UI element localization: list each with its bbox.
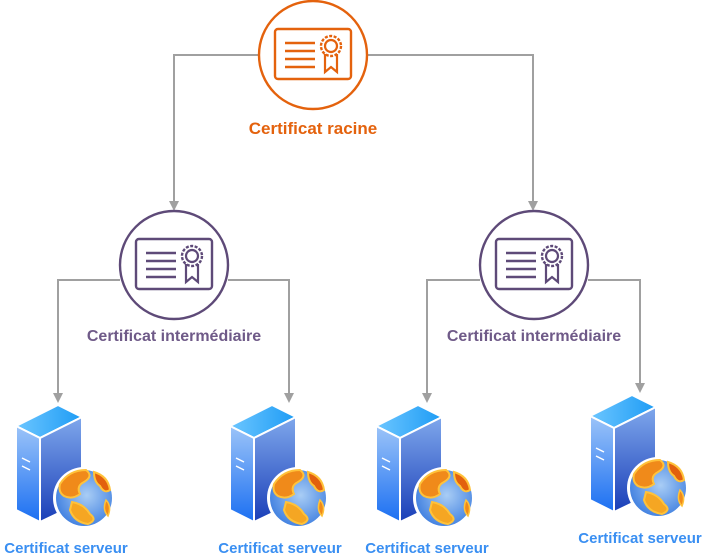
web-server-icon: [375, 404, 476, 530]
server-certificate-label: Certificat serveur: [365, 540, 489, 557]
web-server-icon: [229, 404, 330, 530]
server-certificate-label: Certificat serveur: [218, 540, 342, 557]
web-server-icon: [15, 404, 116, 530]
intermediate-certificate-node-2: [478, 209, 590, 321]
intermediate-certificate-label: Certificat intermédiaire: [86, 328, 262, 345]
web-server-icon: [589, 394, 690, 520]
connector-intermediate-1-to-server-1: [53, 279, 120, 403]
root-certificate-label: Certificat racine: [248, 119, 378, 138]
server-certificate-label: Certificat serveur: [578, 530, 702, 547]
connector-intermediate-2-to-server-3: [422, 279, 480, 403]
connector-root-to-intermediate-2: [367, 54, 538, 211]
connector-root-to-intermediate-1: [169, 54, 259, 211]
intermediate-certificate-node-1: [118, 209, 230, 321]
connector-intermediate-2-to-server-4: [588, 279, 645, 393]
root-certificate-node: [257, 0, 369, 111]
intermediate-certificate-label: Certificat intermédiaire: [446, 328, 622, 345]
connectors: [53, 54, 645, 403]
server-certificate-label: Certificat serveur: [4, 540, 128, 557]
connector-intermediate-1-to-server-2: [228, 279, 294, 403]
